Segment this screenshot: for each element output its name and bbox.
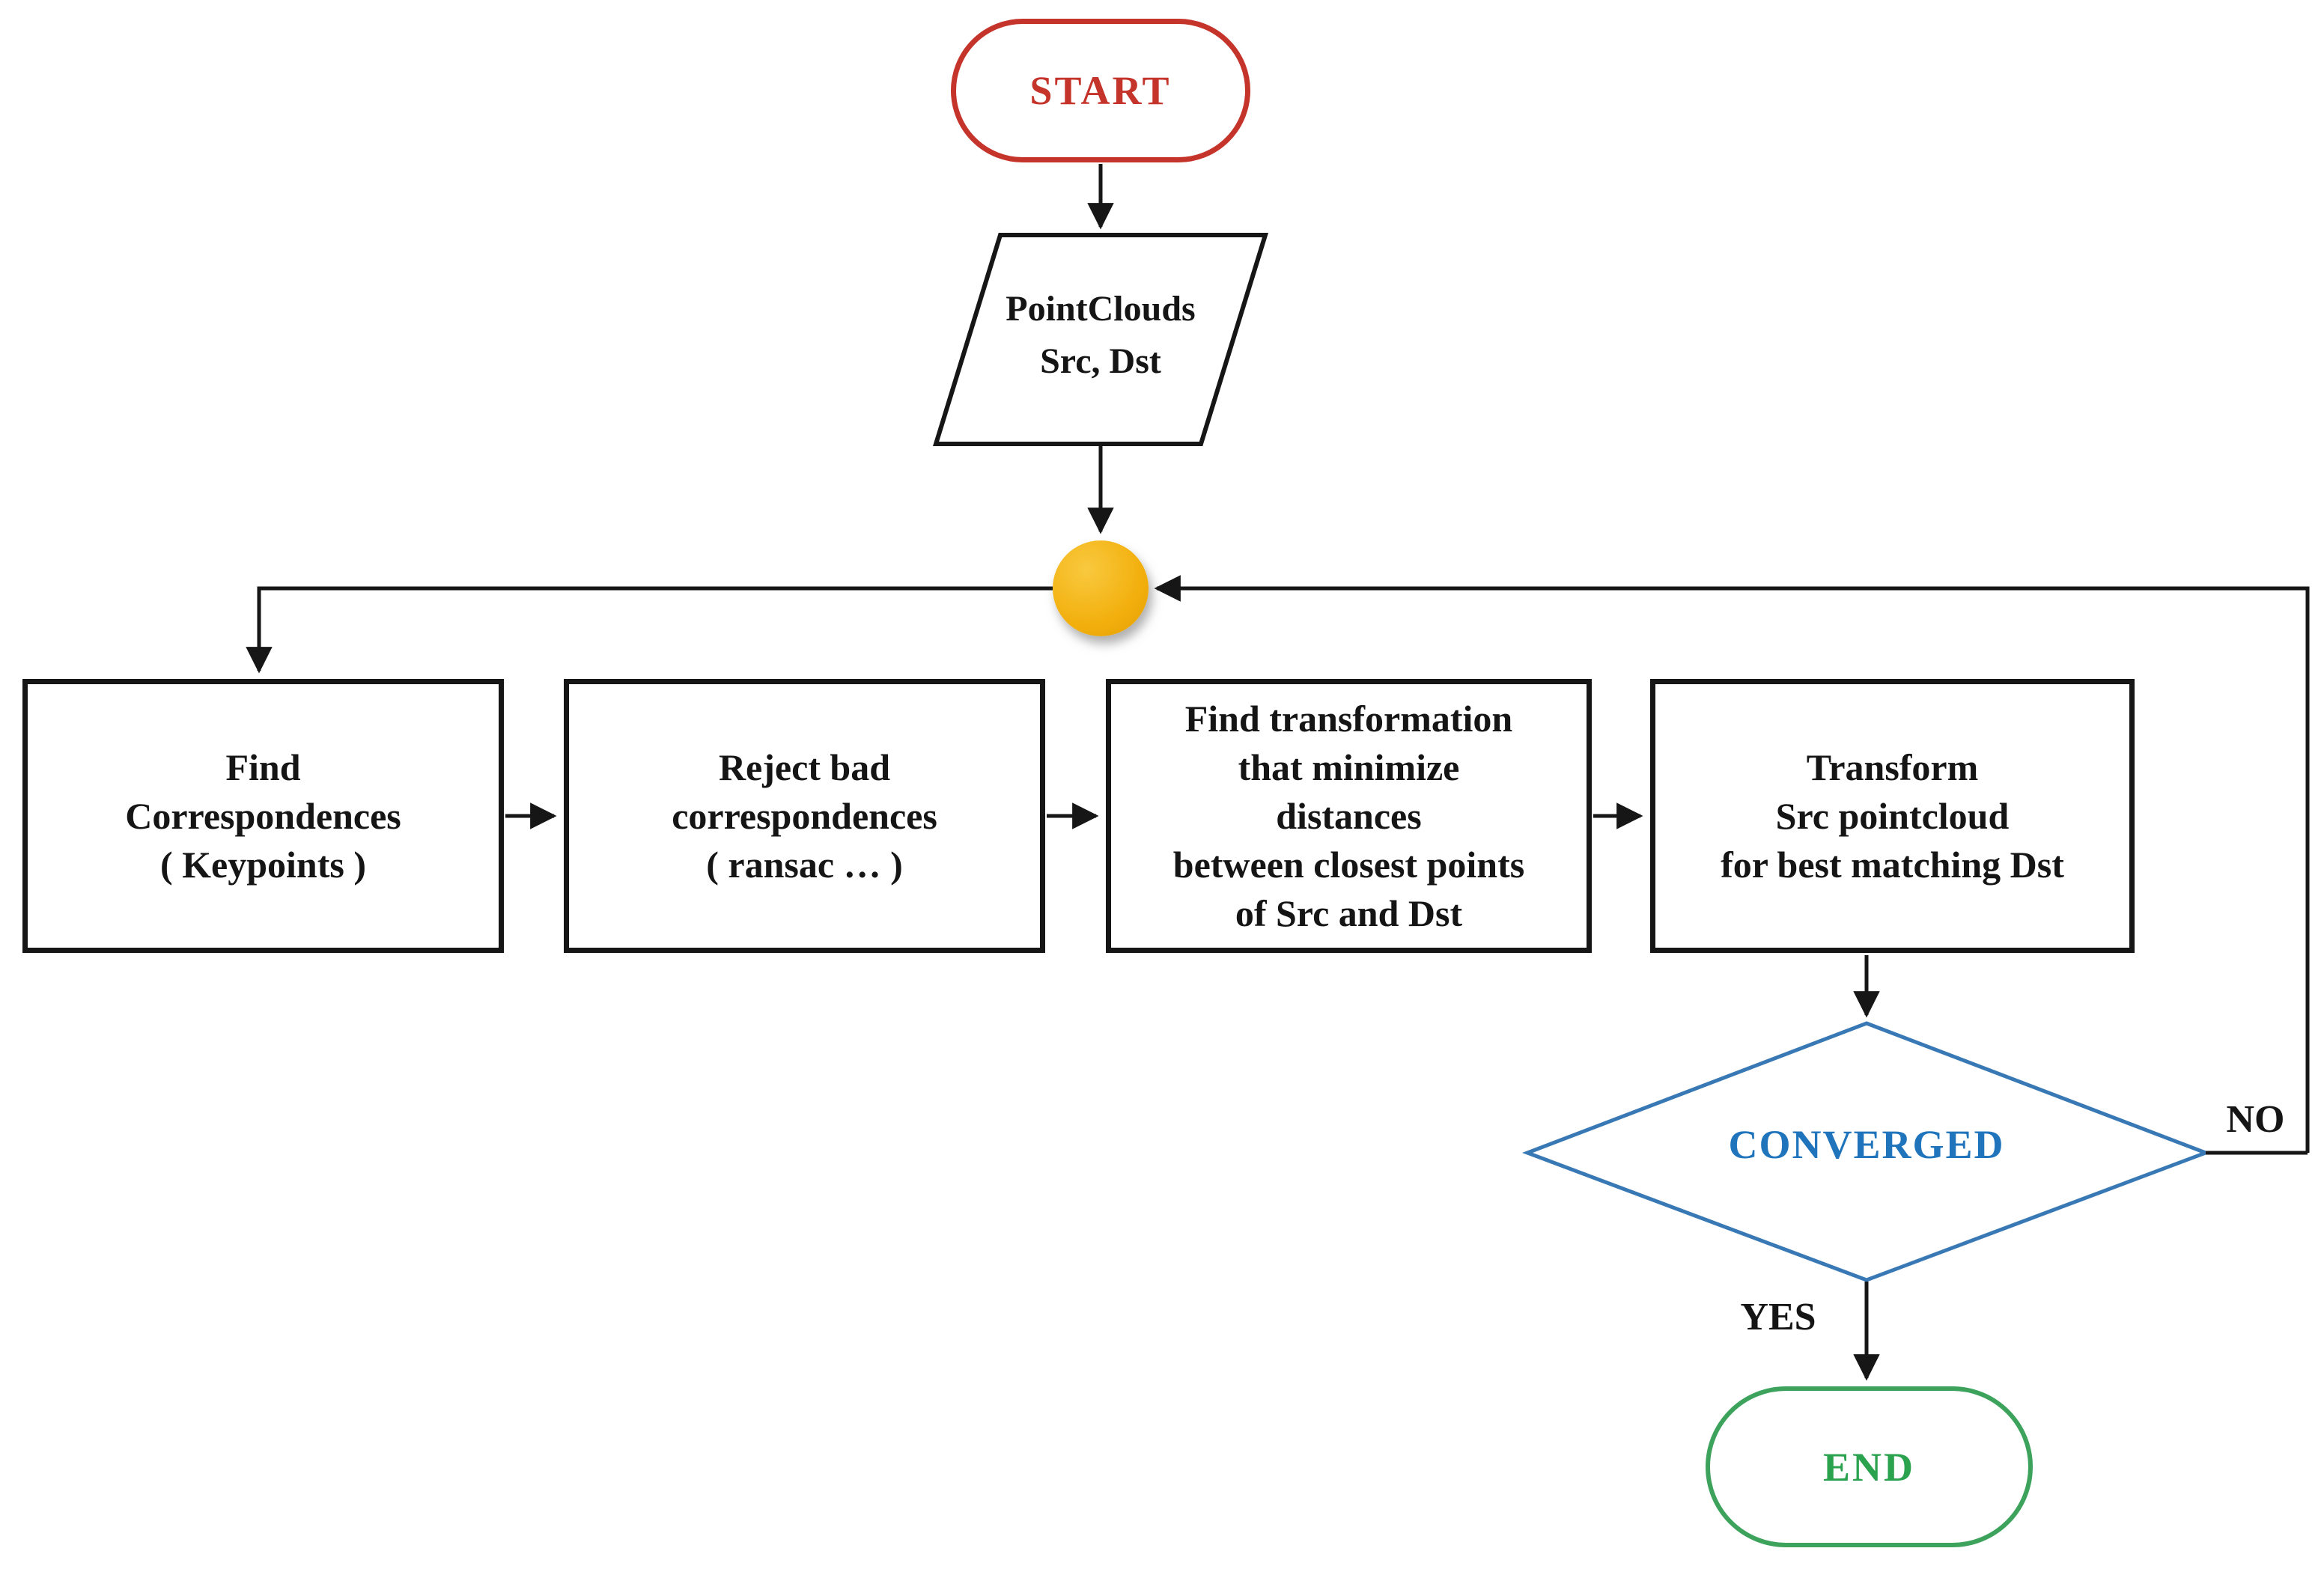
- decision-diamond-shape: [1521, 1021, 2212, 1282]
- process-transform-src-pointcloud: Transform Src pointcloud for best matchi…: [1650, 679, 2135, 953]
- start-node: START: [951, 19, 1250, 162]
- edge-no-loop-to-junction: [1154, 575, 2310, 1153]
- decision-node-label: CONVERGED: [1728, 1122, 2005, 1167]
- input-node-label: PointClouds Src, Dst: [1006, 289, 1196, 381]
- end-node: END: [1706, 1386, 2033, 1547]
- edge-junction-to-find-correspondences: [246, 586, 1053, 674]
- no-branch-label: NO: [2226, 1098, 2285, 1141]
- end-label: END: [1822, 1444, 1915, 1490]
- start-label: START: [1029, 68, 1172, 113]
- process-find-correspondences: Find Correspondences ( Keypoints ): [22, 679, 504, 953]
- process-reject-bad-correspondences: Reject bad correspondences ( ransac … ): [564, 679, 1045, 953]
- input-parallelogram-shape: [932, 233, 1269, 446]
- process-find-transformation: Find transformation that minimize distan…: [1106, 679, 1592, 953]
- iteration-junction-circle: [1053, 540, 1149, 636]
- yes-branch-label: YES: [1740, 1296, 1816, 1338]
